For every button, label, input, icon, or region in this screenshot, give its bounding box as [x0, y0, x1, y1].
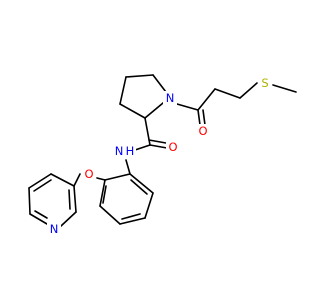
bond [99, 179, 106, 207]
structure-diagram: N O S O N H O N [28, 74, 297, 236]
bond [134, 144, 151, 151]
bond [144, 117, 151, 146]
bond [99, 205, 121, 225]
bond [104, 173, 131, 181]
bond [60, 211, 77, 227]
svg-text:S: S [261, 76, 268, 90]
bond [125, 74, 154, 78]
bond [197, 109, 201, 126]
bond [202, 109, 206, 126]
amide-oxygen-label: O [166, 140, 180, 154]
bond [176, 103, 199, 111]
bond [121, 213, 141, 220]
bond [239, 82, 258, 99]
bond [73, 185, 77, 213]
bond [149, 144, 168, 149]
atom-label-layer: N O S O N H O N [47, 76, 272, 236]
bond [119, 76, 127, 105]
ether-oxygen-label: O [82, 167, 96, 181]
bond [68, 189, 71, 210]
bond [50, 173, 75, 187]
svg-text:O: O [198, 124, 207, 138]
ketone-oxygen-label: O [196, 124, 210, 138]
pyridine-nitrogen-label: N [47, 222, 61, 236]
bond [73, 173, 81, 187]
bond [125, 159, 131, 175]
bond [129, 173, 154, 194]
bond [214, 88, 241, 99]
amide-nitrogen-label: N H [112, 144, 136, 158]
bond [148, 139, 167, 144]
bond [119, 103, 146, 119]
svg-text:N: N [50, 222, 59, 236]
bond-layer [28, 74, 297, 227]
bond [34, 210, 48, 219]
bond [102, 185, 107, 204]
sulfur-label: S [258, 76, 272, 90]
pyrrolidine-nitrogen-label: N [163, 91, 177, 105]
svg-text:N: N [166, 91, 175, 105]
bond [119, 217, 146, 225]
bond [96, 177, 106, 181]
svg-text:H: H [126, 144, 135, 158]
bond [29, 213, 48, 225]
svg-text:N: N [115, 144, 124, 158]
bond [33, 179, 52, 192]
bond [197, 88, 216, 111]
svg-text:O: O [84, 167, 93, 181]
bond [144, 192, 154, 219]
svg-text:O: O [168, 140, 177, 154]
bond [28, 173, 52, 189]
bond [28, 187, 31, 215]
bond [130, 179, 148, 195]
bond [272, 84, 297, 93]
